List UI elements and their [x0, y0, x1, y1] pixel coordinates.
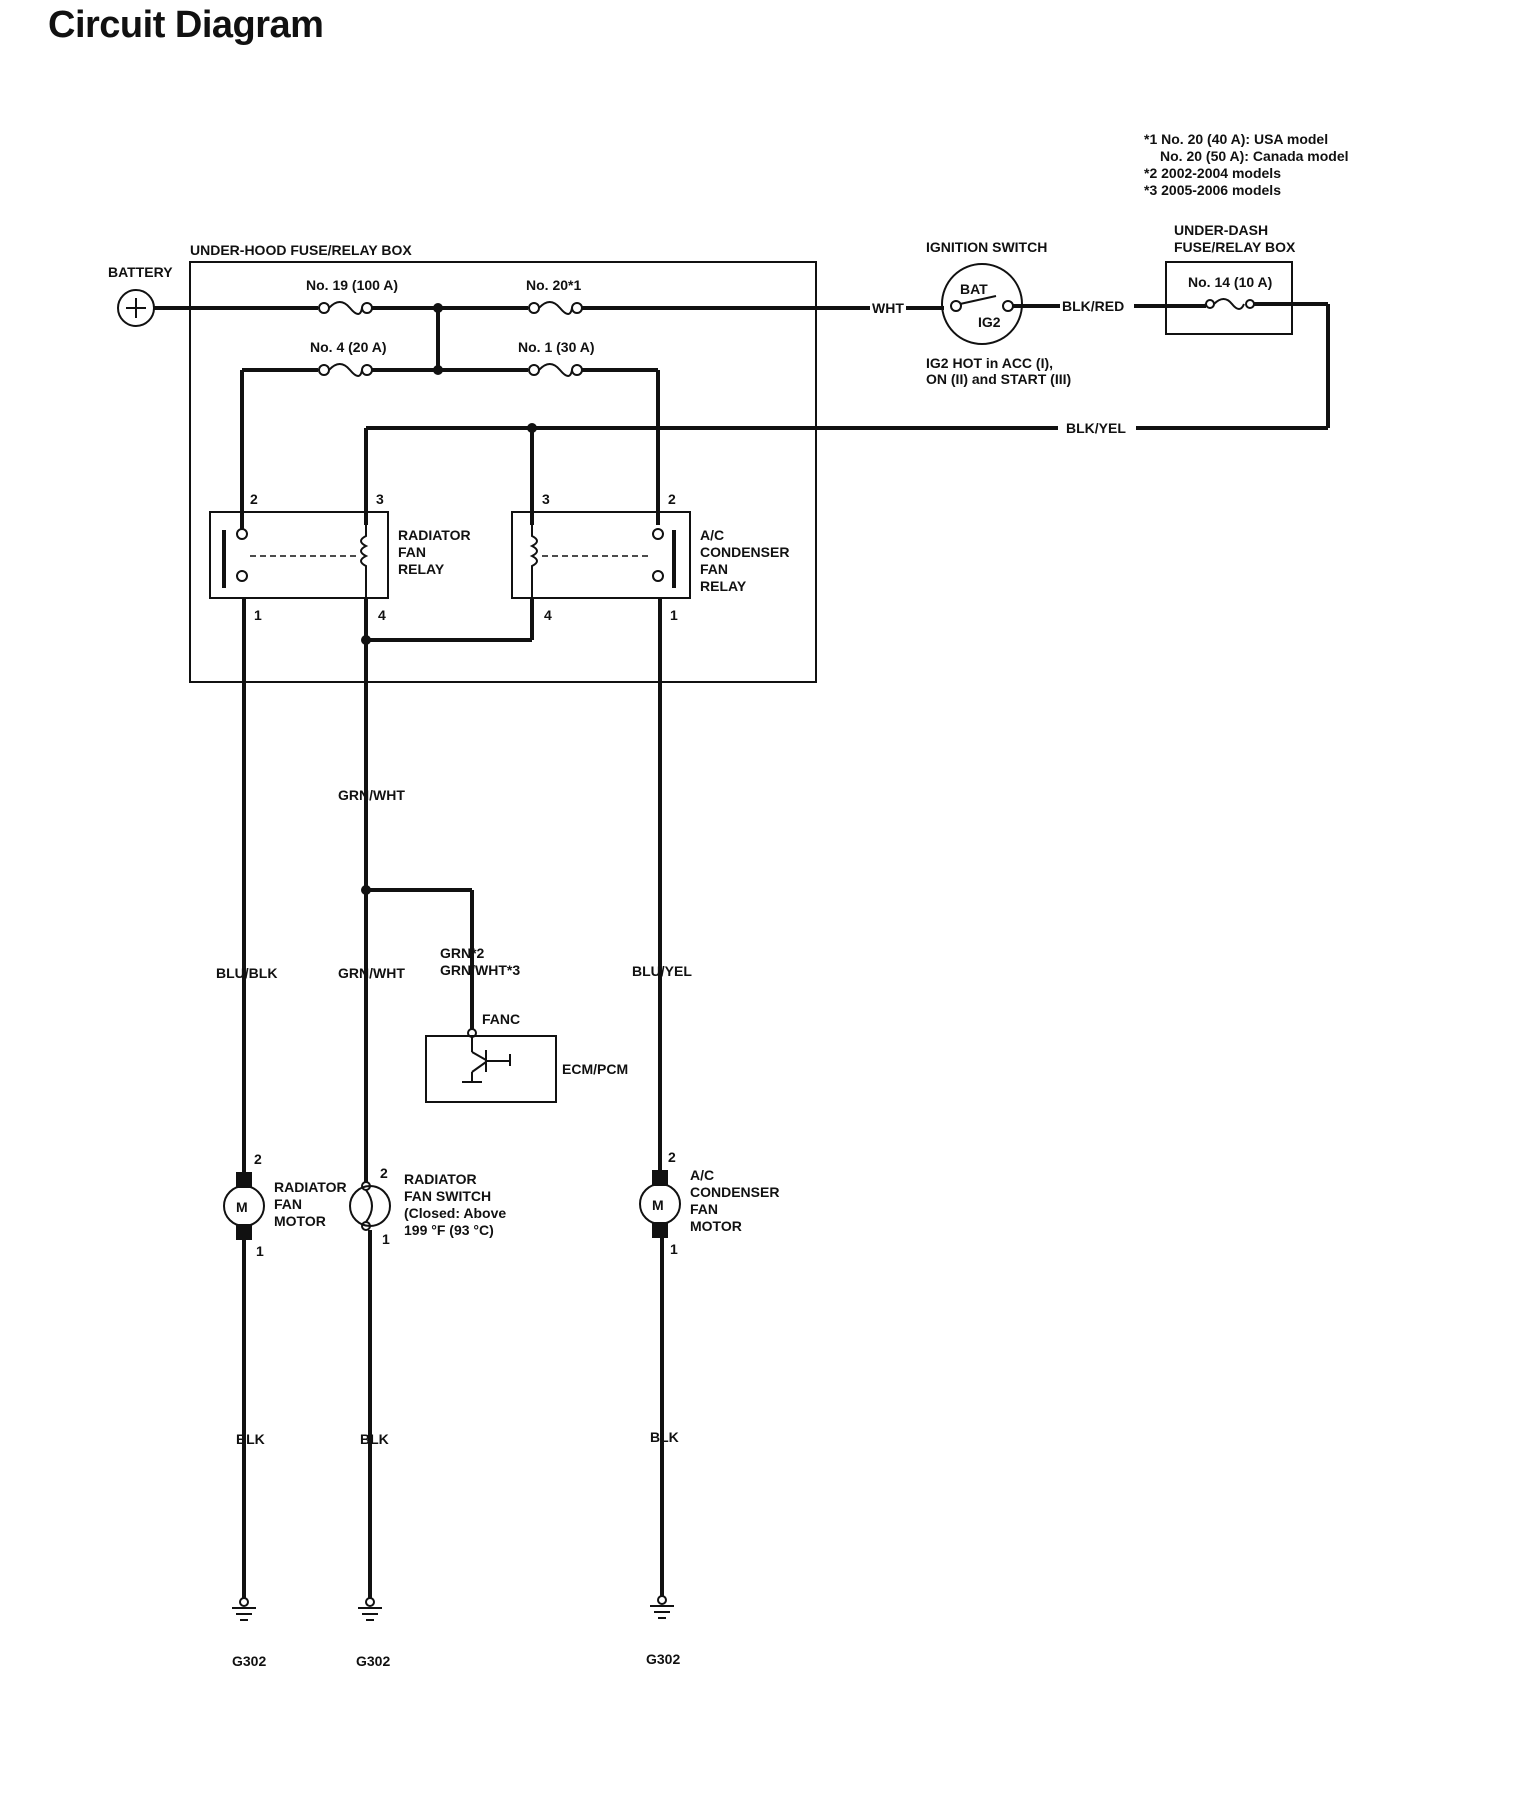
rad-relay-contact-icon [222, 525, 248, 588]
ac-relay-outline [511, 511, 691, 599]
ign-ig2-label: IG2 [978, 314, 1001, 330]
transistor-icon [462, 1037, 511, 1083]
fuse-4-label: No. 4 (20 A) [310, 339, 387, 355]
ground-g302-label-1: G302 [232, 1653, 266, 1669]
rad-switch-label-2: FAN SWITCH [404, 1188, 491, 1204]
page-title: Circuit Diagram [48, 4, 324, 46]
rad-switch-pin1: 1 [382, 1231, 390, 1247]
rad-switch-label-1: RADIATOR [404, 1171, 477, 1187]
ecm-pcm-outline [425, 1035, 557, 1103]
wire-blk-yel-label: BLK/YEL [1066, 420, 1126, 436]
ground-icon-2 [358, 1597, 382, 1621]
wire-blk-label-1: BLK [236, 1431, 265, 1447]
wire-grn-wht-label-1: GRN/WHT [338, 787, 405, 803]
rad-motor-pin1: 1 [256, 1243, 264, 1259]
rad-motor-label-3: MOTOR [274, 1213, 326, 1229]
rad-switch-pin2: 2 [380, 1165, 388, 1181]
underdash-label-2: FUSE/RELAY BOX [1174, 239, 1296, 255]
fuse-20-label: No. 20*1 [526, 277, 581, 293]
ac-motor-pin2: 2 [668, 1149, 676, 1165]
rad-motor-label-1: RADIATOR [274, 1179, 347, 1195]
ac-relay-label-3: FAN [700, 561, 728, 577]
ac-motor-label-4: MOTOR [690, 1218, 742, 1234]
wire-grn-wht3-label: GRN/WHT*3 [440, 962, 520, 978]
ground-icon-1 [232, 1597, 256, 1621]
ignition-switch-icon [941, 263, 1023, 345]
rad-relay-label-1: RADIATOR [398, 527, 471, 543]
ac-motor-label-2: CONDENSER [690, 1184, 779, 1200]
note-3: *3 2005-2006 models [1144, 182, 1281, 198]
ign-bat-label: BAT [960, 281, 988, 297]
wire-wht-label: WHT [872, 300, 904, 316]
radiator-relay-outline [209, 511, 389, 599]
ig2-note-2: ON (II) and START (III) [926, 371, 1071, 387]
rad-relay-coil-icon [360, 525, 369, 598]
rad-switch-label-3: (Closed: Above [404, 1205, 506, 1221]
fuse-14-icon [1205, 298, 1255, 310]
note-2: *2 2002-2004 models [1144, 165, 1281, 181]
ac-motor-label-3: FAN [690, 1201, 718, 1217]
ecm-pcm-label: ECM/PCM [562, 1061, 628, 1077]
rad-relay-label-3: RELAY [398, 561, 445, 577]
underhood-box-label: UNDER-HOOD FUSE/RELAY BOX [190, 242, 412, 258]
ac-motor-label-1: A/C [690, 1167, 714, 1183]
ac-relay-pin3: 3 [542, 491, 550, 507]
ac-relay-label-2: CONDENSER [700, 544, 789, 560]
fuse-1-icon [528, 363, 583, 377]
ig2-note-1: IG2 HOT in ACC (I), [926, 355, 1053, 371]
note-1a: *1 No. 20 (40 A): USA model [1144, 131, 1328, 147]
ac-relay-label-1: A/C [700, 527, 724, 543]
wire-blu-blk-label: BLU/BLK [216, 965, 277, 981]
rad-relay-pin1: 1 [254, 607, 262, 623]
fuse-1-label: No. 1 (30 A) [518, 339, 595, 355]
rad-motor-pin2: 2 [254, 1151, 262, 1167]
wire-blk-red-label: BLK/RED [1062, 298, 1124, 314]
ac-relay-coil-icon [529, 525, 538, 598]
rad-motor-label-2: FAN [274, 1196, 302, 1212]
wire-grn-wht-label-2: GRN/WHT [338, 965, 405, 981]
fuse-19-label: No. 19 (100 A) [306, 277, 398, 293]
underhood-box-outline [189, 261, 817, 683]
rad-relay-label-2: FAN [398, 544, 426, 560]
ac-relay-pin4: 4 [544, 607, 552, 623]
ground-icon-3 [650, 1595, 674, 1619]
fuse-19-icon [318, 301, 373, 315]
wire-blu-yel-label: BLU/YEL [632, 963, 692, 979]
fuse-20-icon [528, 301, 583, 315]
wire-blk-label-2: BLK [360, 1431, 389, 1447]
ground-g302-label-2: G302 [356, 1653, 390, 1669]
note-1b: No. 20 (50 A): Canada model [1160, 148, 1349, 164]
wire-grn2-label: GRN*2 [440, 945, 485, 961]
ac-relay-pin2: 2 [668, 491, 676, 507]
battery-label: BATTERY [108, 264, 173, 280]
underdash-box-outline [1165, 261, 1293, 335]
ac-relay-pin1: 1 [670, 607, 678, 623]
ignition-switch-label: IGNITION SWITCH [926, 239, 1047, 255]
radiator-fan-switch-icon [349, 1181, 391, 1231]
ac-motor-m-symbol: M [652, 1197, 664, 1213]
rad-relay-pin3: 3 [376, 491, 384, 507]
fuse-14-label: No. 14 (10 A) [1188, 274, 1272, 290]
rad-relay-pin2: 2 [250, 491, 258, 507]
rad-relay-pin4: 4 [378, 607, 386, 623]
ac-relay-contact-icon [652, 528, 676, 588]
ac-relay-label-4: RELAY [700, 578, 747, 594]
battery-icon [117, 289, 155, 327]
ground-g302-label-3: G302 [646, 1651, 680, 1667]
rad-switch-label-4: 199 °F (93 °C) [404, 1222, 494, 1238]
wire-blk-label-3: BLK [650, 1429, 679, 1445]
fanc-label: FANC [482, 1011, 520, 1027]
rad-motor-m-symbol: M [236, 1199, 248, 1215]
underdash-label-1: UNDER-DASH [1174, 222, 1268, 238]
fuse-4-icon [318, 363, 373, 377]
ac-motor-pin1: 1 [670, 1241, 678, 1257]
